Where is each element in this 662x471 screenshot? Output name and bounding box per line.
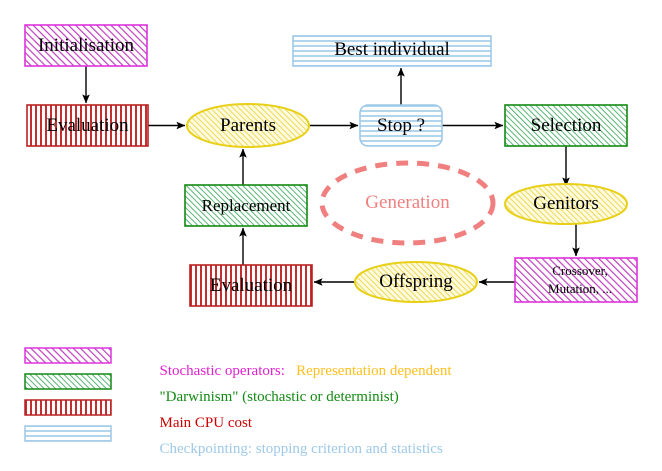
legend-swatch-cpu — [24, 399, 112, 416]
legend-label-checkpointing: Checkpointing: stopping criterion and st… — [159, 441, 443, 457]
node-replacement[interactable] — [184, 184, 308, 227]
node-generation-outline — [319, 160, 496, 246]
node-selection[interactable] — [504, 104, 628, 147]
node-evaluation-bottom[interactable] — [189, 264, 313, 307]
node-genitors[interactable] — [504, 183, 628, 225]
legend-swatches — [24, 347, 112, 442]
legend-label-cpu: Main CPU cost — [159, 415, 253, 431]
legend-row-darwinism: "Darwinism" (stochastic or determinist) — [25, 372, 399, 423]
node-offspring[interactable] — [354, 261, 478, 303]
legend-swatch-checkpointing — [24, 425, 112, 442]
node-parents[interactable] — [186, 103, 310, 148]
legend-row-checkpointing: Checkpointing: stopping criterion and st… — [25, 424, 443, 471]
legend-row-cpu: Main CPU cost — [25, 398, 253, 449]
node-crossover[interactable] — [514, 257, 638, 303]
legend-swatch-darwinism — [24, 373, 112, 390]
legend-swatch-stochastic — [24, 347, 112, 364]
legend-label-stochastic: Stochastic operators: Representation dep… — [159, 363, 452, 379]
node-best-individual[interactable] — [292, 35, 492, 67]
legend-row-stochastic: Stochastic operators: Representation dep… — [25, 346, 452, 397]
node-evaluation-top[interactable] — [26, 104, 149, 147]
legend-label-darwinism: "Darwinism" (stochastic or determinist) — [159, 389, 399, 405]
edges-group — [82, 66, 580, 286]
node-initialisation[interactable] — [24, 24, 148, 67]
node-stop[interactable] — [359, 104, 443, 147]
